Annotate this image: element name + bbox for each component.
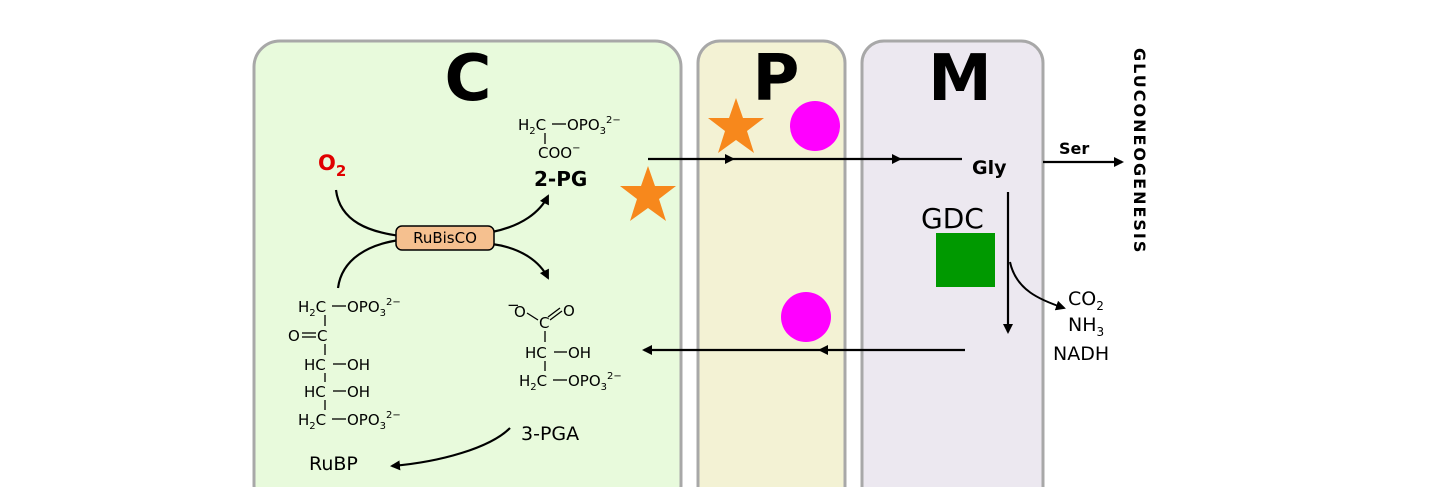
- gdc-square: [936, 233, 995, 287]
- svg-text:OH: OH: [347, 356, 370, 374]
- svg-text:−: −: [507, 296, 520, 314]
- to-2pg-arrow: [491, 194, 549, 234]
- svg-text:OPO32−: OPO32−: [568, 371, 622, 393]
- svg-text:C: C: [539, 314, 549, 332]
- peroxisome-label: P: [753, 42, 800, 116]
- chloroplast-panel: [252, 39, 683, 487]
- svg-text:O: O: [563, 302, 575, 320]
- gly-label: Gly: [972, 157, 1007, 179]
- svg-text:H2C: H2C: [518, 116, 546, 137]
- svg-text:O: O: [514, 303, 526, 321]
- ser-label: Ser: [1059, 139, 1089, 158]
- 2pg-structure: H2C OPO32− COO−: [518, 115, 621, 162]
- 3pga-to-rubp-arrow: [390, 427, 511, 471]
- svg-text:C: C: [317, 327, 327, 345]
- to-3pga-arrow: [491, 242, 549, 280]
- rubisco-label: RuBisCO: [413, 229, 477, 247]
- svg-text:H2C: H2C: [519, 372, 547, 393]
- rubisco-enzyme-box: [395, 225, 495, 251]
- rubp-label: RuBP: [309, 453, 358, 475]
- rubp-structure: H2C OPO32− O C HC OH HC OH H2C OPO32−: [288, 297, 401, 432]
- transporter-circle-bottom: [781, 292, 831, 342]
- transporter-circle-top: [790, 101, 840, 151]
- peroxisome-panel: [696, 39, 847, 487]
- svg-text:HC: HC: [304, 383, 326, 401]
- nadh-label: NADH: [1053, 343, 1109, 365]
- 3pga-label: 3-PGA: [521, 423, 579, 445]
- chloroplast-label: C: [445, 42, 492, 116]
- o2-input-curve: [334, 189, 401, 238]
- svg-text:OH: OH: [347, 383, 370, 401]
- gluconeogenesis-label: GLUCONEOGENESIS: [1130, 48, 1149, 254]
- svg-text:OPO32−: OPO32−: [347, 410, 401, 432]
- rubp-input-curve: [336, 238, 401, 289]
- 2pg-label: 2-PG: [534, 167, 587, 191]
- svg-text:COO−: COO−: [538, 143, 580, 162]
- transporter-star-chloroplast: [620, 166, 676, 221]
- svg-text:HC: HC: [304, 356, 326, 374]
- o2-label: O2: [318, 151, 346, 180]
- byproducts-arrow: [1009, 261, 1066, 311]
- mitochondrion-label: M: [928, 42, 992, 116]
- co2-label: CO2: [1068, 288, 1104, 313]
- svg-text:OH: OH: [568, 344, 591, 362]
- svg-text:OPO32−: OPO32−: [347, 297, 401, 319]
- svg-text:O: O: [288, 327, 300, 345]
- svg-text:H2C: H2C: [298, 298, 326, 319]
- transporter-star-peroxisome: [708, 98, 764, 153]
- 3pga-structure: − O C O HC OH H2C OPO32−: [507, 296, 622, 393]
- gdc-label: GDC: [921, 202, 984, 235]
- nh3-label: NH3: [1068, 314, 1104, 339]
- svg-text:H2C: H2C: [298, 411, 326, 432]
- svg-text:OPO32−: OPO32−: [567, 115, 621, 137]
- svg-text:HC: HC: [525, 344, 547, 362]
